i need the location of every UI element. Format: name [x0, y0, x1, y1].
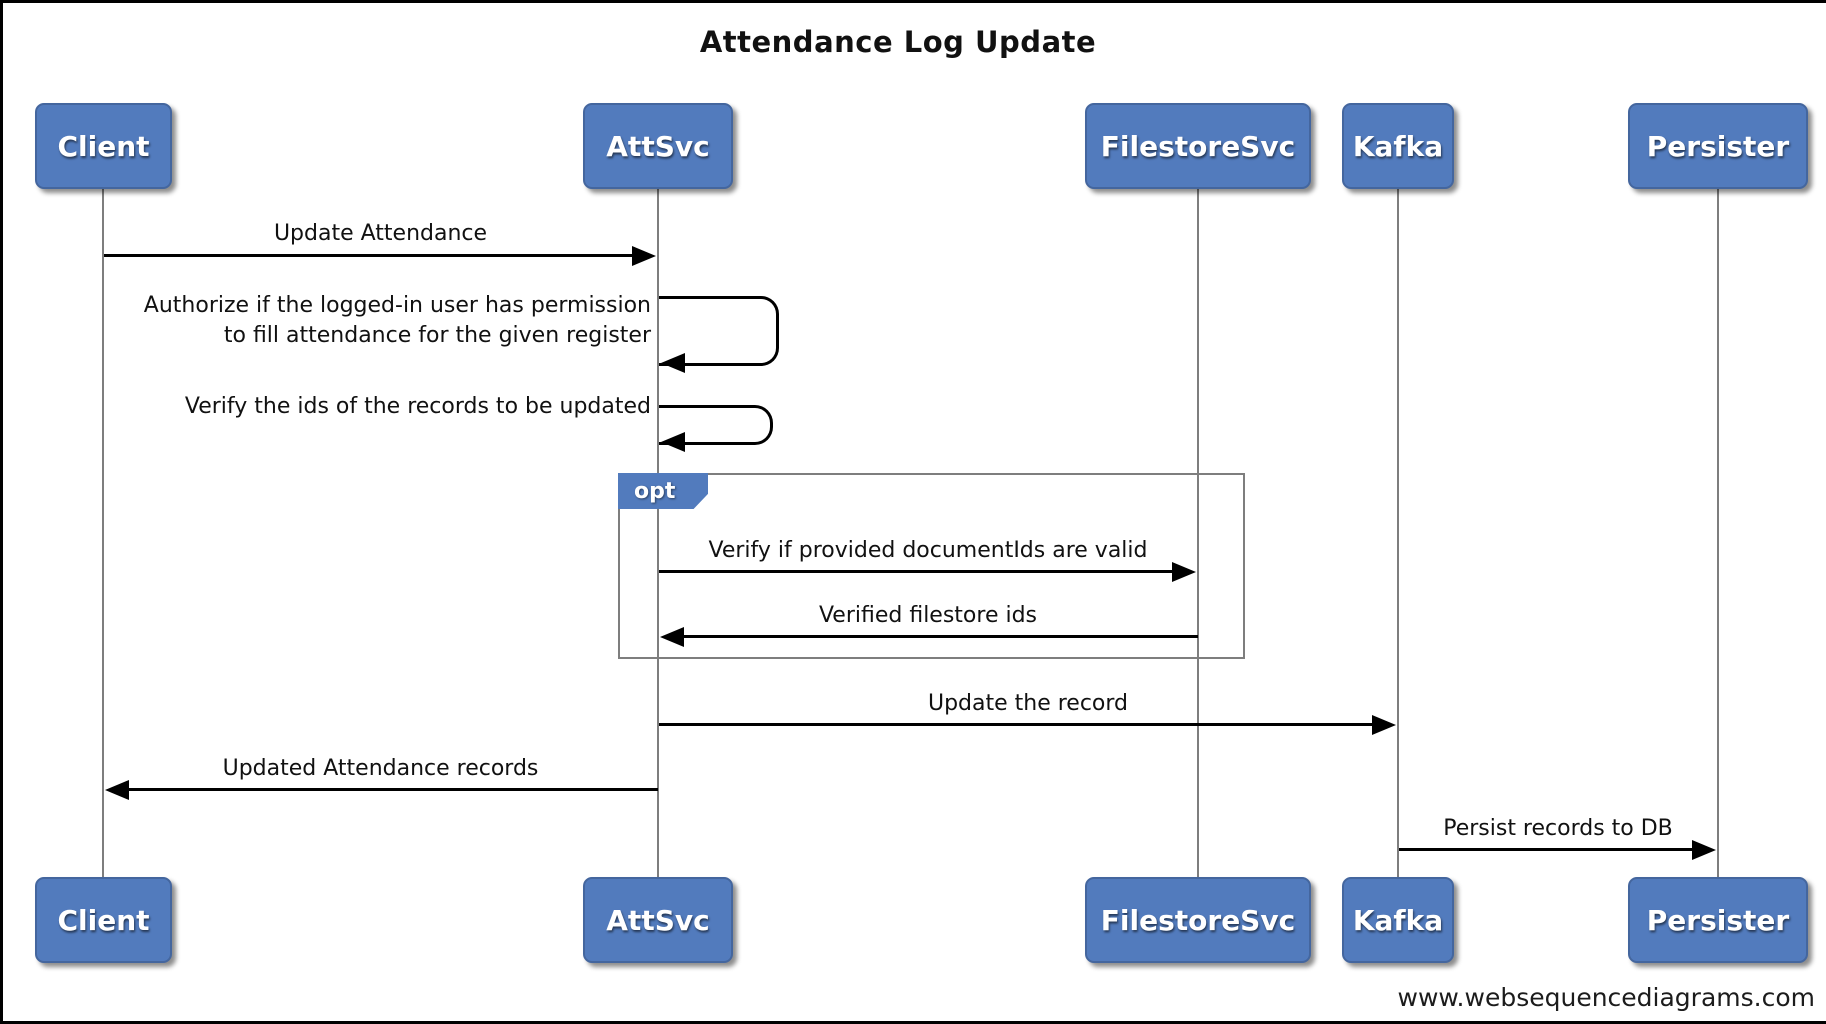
message-verify-docids-label: Verify if provided documentIds are valid — [708, 538, 1148, 563]
actor-filestoresvc-top: FilestoreSvc — [1085, 103, 1311, 189]
self-loop-authorize — [659, 296, 779, 366]
message-authorize-label: Authorize if the logged-in user has perm… — [98, 291, 651, 350]
actor-filestoresvc-bottom: FilestoreSvc — [1085, 877, 1311, 963]
actor-label: AttSvc — [606, 903, 710, 937]
actor-client-bottom: Client — [35, 877, 172, 963]
actor-label: AttSvc — [606, 129, 710, 163]
actor-client-top: Client — [35, 103, 172, 189]
message-updated-records-label: Updated Attendance records — [222, 756, 539, 781]
message-verified-ids-label: Verified filestore ids — [818, 603, 1038, 628]
arrowhead-right-icon — [1172, 562, 1196, 582]
actor-label: Kafka — [1352, 903, 1444, 937]
message-verify-docids-line — [659, 570, 1174, 573]
actor-kafka-bottom: Kafka — [1342, 877, 1454, 963]
message-authorize-line1: Authorize if the logged-in user has perm… — [143, 293, 651, 318]
lifeline-client — [102, 189, 104, 879]
actor-label: Kafka — [1352, 129, 1444, 163]
actor-label: Persister — [1646, 903, 1790, 937]
actor-label: FilestoreSvc — [1100, 903, 1296, 937]
arrowhead-left-icon — [105, 780, 129, 800]
actor-persister-bottom: Persister — [1628, 877, 1808, 963]
fragment-opt-tab: opt — [618, 473, 708, 509]
fragment-opt: opt — [618, 473, 1245, 659]
actor-label: Persister — [1646, 129, 1790, 163]
actor-attsvc-top: AttSvc — [583, 103, 733, 189]
message-update-record-line — [659, 723, 1374, 726]
lifeline-persister — [1717, 189, 1719, 879]
actor-label: Client — [57, 903, 150, 937]
self-loop-verify-ids — [659, 405, 773, 445]
actor-persister-top: Persister — [1628, 103, 1808, 189]
message-updated-records-line — [127, 788, 658, 791]
arrowhead-right-icon — [1692, 840, 1716, 860]
arrowhead-left-icon — [661, 353, 685, 373]
message-persist-db-label: Persist records to DB — [1443, 816, 1673, 841]
actor-label: FilestoreSvc — [1100, 129, 1296, 163]
arrowhead-right-icon — [1372, 715, 1396, 735]
message-verify-ids-label: Verify the ids of the records to be upda… — [184, 394, 651, 419]
lifeline-attsvc — [657, 189, 659, 879]
message-persist-db-line — [1399, 848, 1694, 851]
lifeline-filestoresvc — [1197, 189, 1199, 879]
message-authorize-line2: to fill attendance for the given registe… — [223, 322, 651, 348]
message-update-record-label: Update the record — [927, 691, 1129, 716]
diagram-title: Attendance Log Update — [699, 25, 1097, 59]
websequencediagrams-watermark: www.websequencediagrams.com — [1397, 983, 1815, 1012]
message-update-attendance-line — [104, 254, 634, 257]
message-update-attendance-label: Update Attendance — [273, 221, 488, 246]
actor-attsvc-bottom: AttSvc — [583, 877, 733, 963]
arrowhead-right-icon — [632, 246, 656, 266]
arrowhead-left-icon — [661, 432, 685, 452]
fragment-opt-label: opt — [634, 478, 676, 504]
arrowhead-left-icon — [660, 627, 684, 647]
actor-label: Client — [57, 129, 150, 163]
message-verified-ids-line — [682, 635, 1198, 638]
actor-kafka-top: Kafka — [1342, 103, 1454, 189]
lifeline-kafka — [1397, 189, 1399, 879]
